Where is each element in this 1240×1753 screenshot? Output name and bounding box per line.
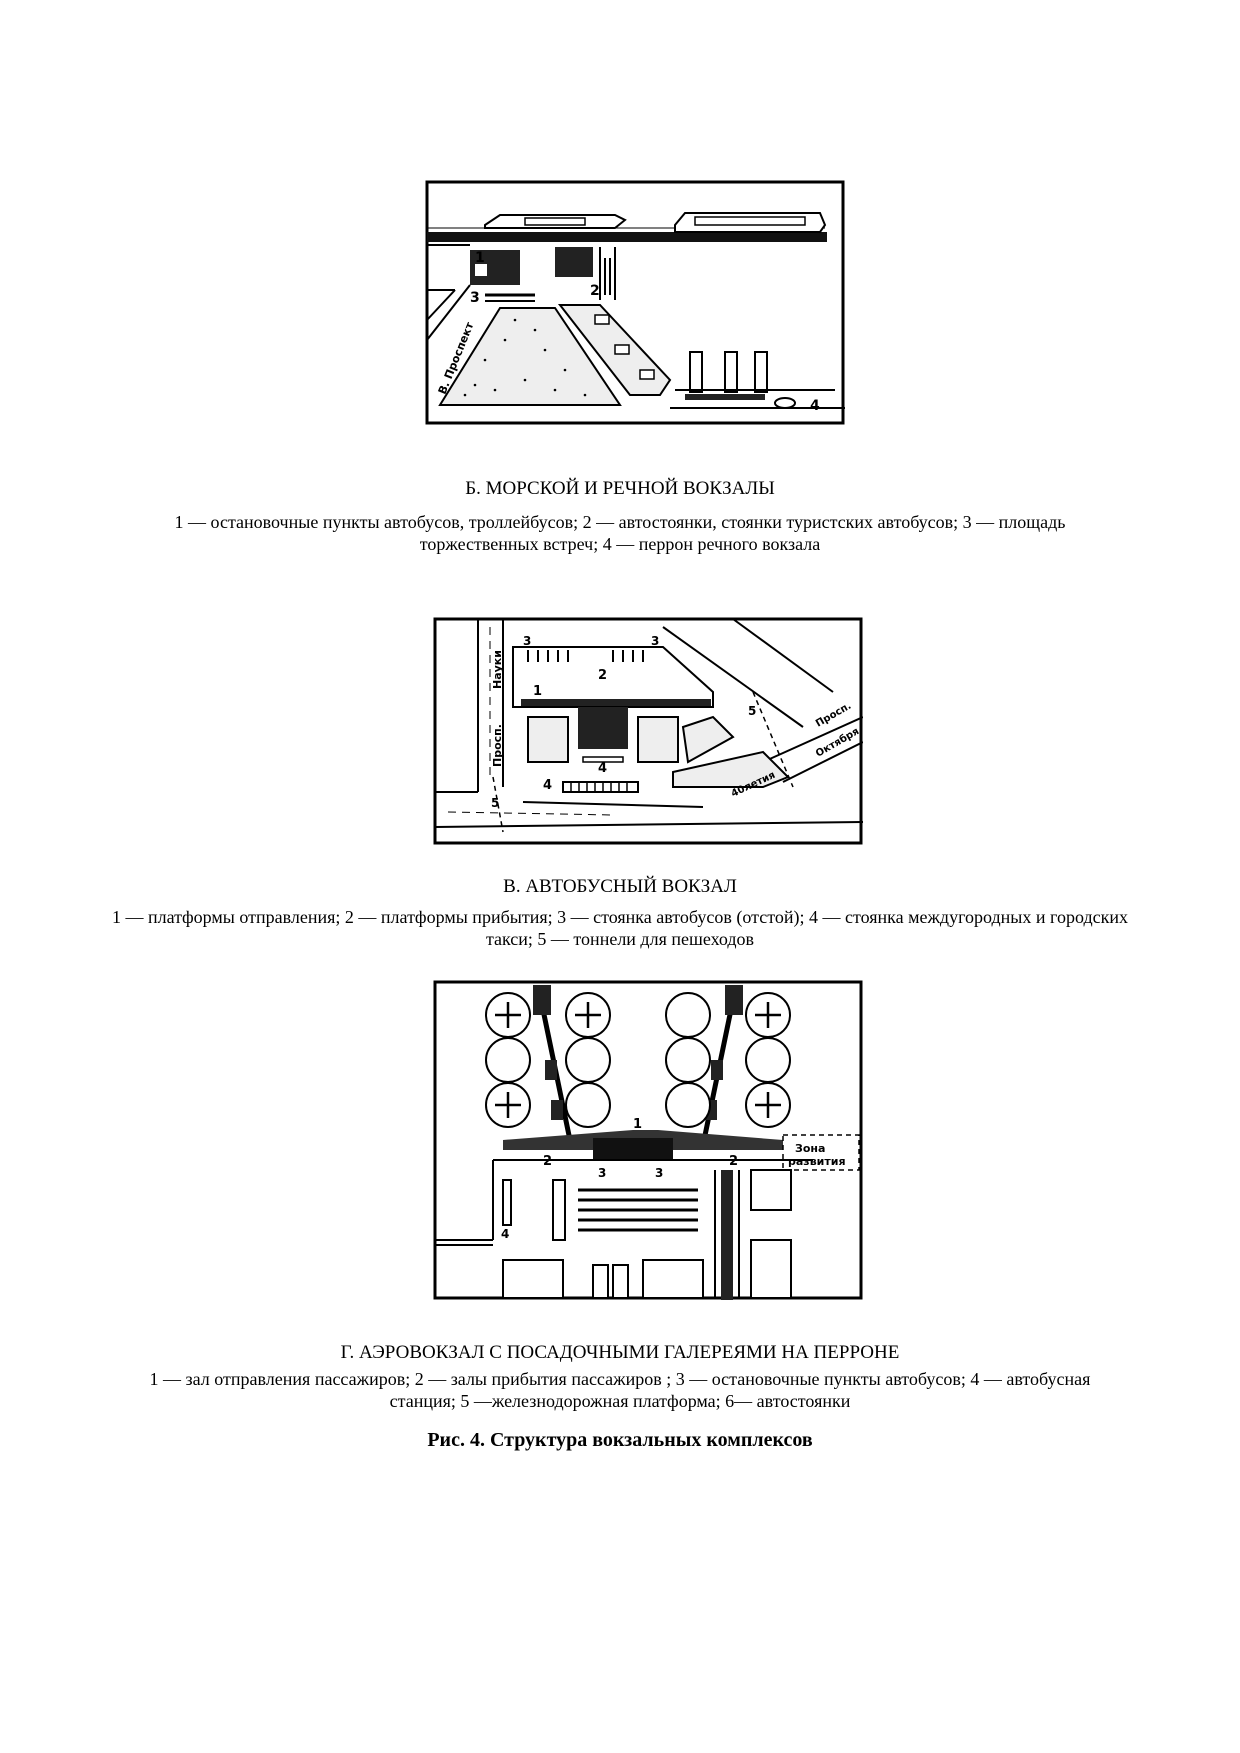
bus-terminal bbox=[578, 707, 628, 749]
label-street-prosp1: Просп. bbox=[491, 724, 504, 767]
legend-sea-river: 1 — остановочные пункты автобусов, тролл… bbox=[174, 512, 1066, 554]
legend-bus: 1 — платформы отправления; 2 — платформы… bbox=[112, 907, 1128, 949]
airplane-icon bbox=[755, 1092, 781, 1118]
ship-right bbox=[674, 212, 827, 233]
label-4: 4 bbox=[810, 398, 820, 414]
ship-left bbox=[484, 214, 627, 229]
label-3: 3 bbox=[470, 290, 480, 306]
airplane-icon bbox=[575, 1002, 601, 1028]
airplane-icon bbox=[755, 1002, 781, 1028]
figure-caption: Рис. 4. Структура вокзальных комплексов bbox=[427, 1429, 813, 1451]
legend-air: 1 — зал отправления пассажиров; 2 — залы… bbox=[149, 1369, 1091, 1411]
section-title-sea-river: Б. МОРСКОЙ И РЕЧНОЙ ВОКЗАЛЫ bbox=[465, 478, 775, 499]
label-street-prosp2: Просп. bbox=[814, 701, 853, 730]
label-street-nauki: Науки bbox=[491, 650, 504, 689]
label-3b: 3 bbox=[655, 1166, 663, 1180]
label-4: 4 bbox=[501, 1227, 509, 1241]
section-title-bus: В. АВТОБУСНЫЙ ВОКЗАЛ bbox=[503, 876, 737, 897]
label-3b: 3 bbox=[651, 634, 659, 648]
label-4b: 4 bbox=[543, 778, 552, 793]
figure-sea-river-station: 1 3 2 4 В. Проспект bbox=[425, 180, 845, 425]
label-4a: 4 bbox=[598, 761, 607, 776]
label-zone-2: развития bbox=[788, 1155, 846, 1168]
airplane-icon bbox=[495, 1092, 521, 1118]
label-2a: 2 bbox=[543, 1154, 552, 1169]
label-1: 1 bbox=[475, 250, 485, 266]
building-2 bbox=[555, 247, 593, 277]
airplane-icon bbox=[495, 1002, 521, 1028]
label-1: 1 bbox=[533, 684, 542, 699]
figure-bus-station: 3 3 2 1 4 4 5 5 Науки Просп. Просп. 40ле… bbox=[433, 617, 863, 845]
square-area bbox=[438, 307, 622, 406]
label-5b: 5 bbox=[491, 796, 499, 810]
label-2: 2 bbox=[598, 668, 607, 683]
label-3a: 3 bbox=[523, 634, 531, 648]
figure-air-terminal: 1 2 2 3 3 4 Зона развития bbox=[433, 980, 863, 1300]
label-zone-1: Зона bbox=[795, 1142, 825, 1155]
section-title-air: Г. АЭРОВОКЗАЛ С ПОСАДОЧНЫМИ ГАЛЕРЕЯМИ НА… bbox=[340, 1342, 900, 1363]
label-5a: 5 bbox=[748, 704, 756, 718]
label-3a: 3 bbox=[598, 1166, 606, 1180]
label-2: 2 bbox=[590, 283, 600, 299]
label-2b: 2 bbox=[729, 1154, 738, 1169]
label-1: 1 bbox=[633, 1117, 642, 1132]
